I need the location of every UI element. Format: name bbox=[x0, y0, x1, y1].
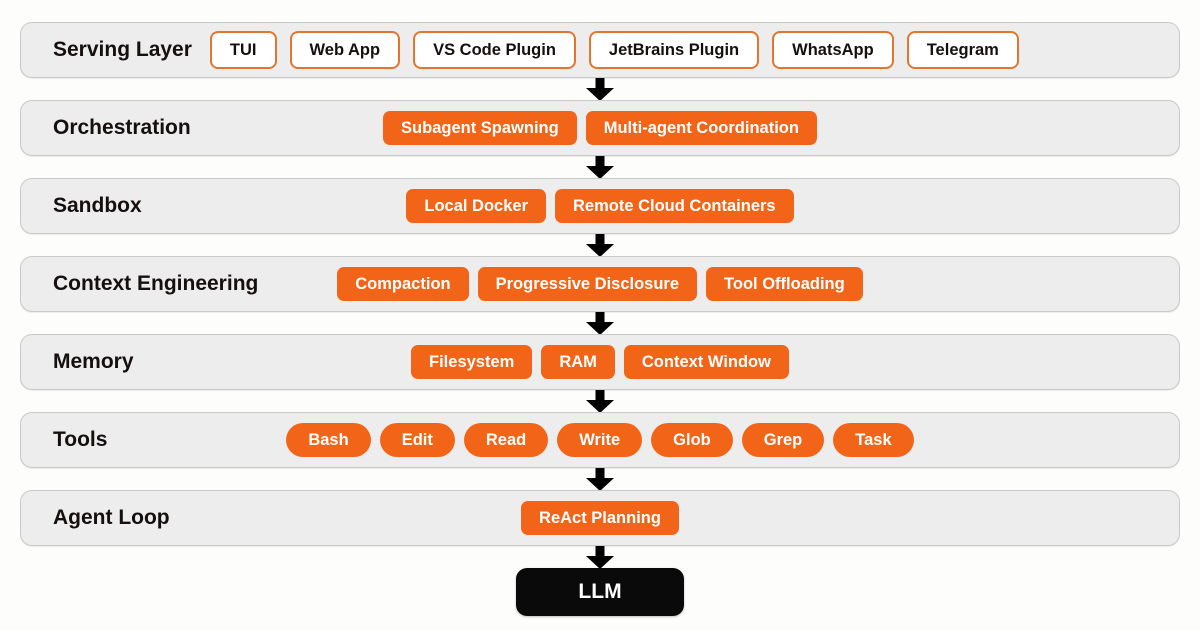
pill-grep[interactable]: Grep bbox=[741, 422, 825, 458]
layer-row-orchestration: Orchestration Subagent Spawning Multi-ag… bbox=[20, 100, 1180, 156]
llm-node[interactable]: LLM bbox=[516, 568, 684, 617]
pill-group-agent-loop: ReAct Planning bbox=[21, 500, 1179, 536]
pill-glob[interactable]: Glob bbox=[651, 422, 733, 458]
down-arrow-icon bbox=[586, 312, 614, 335]
layer-row-sandbox: Sandbox Local Docker Remote Cloud Contai… bbox=[20, 178, 1180, 234]
pill-bash[interactable]: Bash bbox=[286, 422, 371, 458]
pill-whatsapp[interactable]: WhatsApp bbox=[772, 30, 894, 70]
down-arrow-icon bbox=[586, 468, 614, 491]
pill-tui[interactable]: TUI bbox=[209, 30, 277, 70]
down-arrow-icon bbox=[586, 234, 614, 257]
pill-multi-agent-coordination[interactable]: Multi-agent Coordination bbox=[585, 110, 817, 146]
down-arrow-icon bbox=[586, 546, 614, 569]
layer-label-context-engineering: Context Engineering bbox=[53, 272, 259, 295]
pill-write[interactable]: Write bbox=[557, 422, 643, 458]
pill-filesystem[interactable]: Filesystem bbox=[411, 344, 533, 380]
pill-subagent-spawning[interactable]: Subagent Spawning bbox=[383, 110, 577, 146]
pill-group-orchestration: Subagent Spawning Multi-agent Coordinati… bbox=[21, 110, 1179, 146]
down-arrow-icon bbox=[586, 156, 614, 179]
connector-memory-to-tools bbox=[20, 390, 1180, 413]
pill-edit[interactable]: Edit bbox=[379, 422, 455, 458]
connector-context-engineering-to-memory bbox=[20, 312, 1180, 335]
pill-remote-cloud-containers[interactable]: Remote Cloud Containers bbox=[555, 188, 794, 224]
pill-task[interactable]: Task bbox=[833, 422, 914, 458]
pill-web-app[interactable]: Web App bbox=[289, 30, 401, 70]
layer-label-memory: Memory bbox=[53, 350, 134, 373]
connector-serving-to-orchestration bbox=[20, 78, 1180, 101]
layer-label-serving-layer: Serving Layer bbox=[53, 38, 192, 61]
layer-row-memory: Memory Filesystem RAM Context Window bbox=[20, 334, 1180, 390]
layer-row-tools: Tools Bash Edit Read Write Glob Grep Tas… bbox=[20, 412, 1180, 468]
layer-row-serving-layer: Serving Layer TUI Web App VS Code Plugin… bbox=[20, 22, 1180, 78]
layer-label-sandbox: Sandbox bbox=[53, 194, 142, 217]
down-arrow-icon bbox=[586, 78, 614, 101]
pill-group-sandbox: Local Docker Remote Cloud Containers bbox=[21, 188, 1179, 224]
pill-compaction[interactable]: Compaction bbox=[337, 266, 469, 302]
pill-jetbrains-plugin[interactable]: JetBrains Plugin bbox=[588, 30, 760, 70]
pill-progressive-disclosure[interactable]: Progressive Disclosure bbox=[477, 266, 698, 302]
pill-read[interactable]: Read bbox=[463, 422, 549, 458]
pill-telegram[interactable]: Telegram bbox=[906, 30, 1019, 70]
layer-row-context-engineering: Context Engineering Compaction Progressi… bbox=[20, 256, 1180, 312]
layer-label-orchestration: Orchestration bbox=[53, 116, 191, 139]
pill-local-docker[interactable]: Local Docker bbox=[406, 188, 546, 224]
pill-group-tools: Bash Edit Read Write Glob Grep Task bbox=[21, 422, 1179, 458]
pill-ram[interactable]: RAM bbox=[541, 344, 615, 380]
pill-group-serving-layer: TUI Web App VS Code Plugin JetBrains Plu… bbox=[209, 30, 1019, 70]
pill-react-planning[interactable]: ReAct Planning bbox=[521, 500, 679, 536]
connector-tools-to-agent-loop bbox=[20, 468, 1180, 491]
pill-group-context-engineering: Compaction Progressive Disclosure Tool O… bbox=[21, 266, 1179, 302]
connector-orchestration-to-sandbox bbox=[20, 156, 1180, 179]
pill-group-memory: Filesystem RAM Context Window bbox=[21, 344, 1179, 380]
connector-sandbox-to-context-engineering bbox=[20, 234, 1180, 257]
layer-label-agent-loop: Agent Loop bbox=[53, 506, 170, 529]
layer-row-agent-loop: Agent Loop ReAct Planning bbox=[20, 490, 1180, 546]
layer-label-tools: Tools bbox=[53, 428, 108, 451]
pill-context-window[interactable]: Context Window bbox=[623, 344, 789, 380]
pill-tool-offloading[interactable]: Tool Offloading bbox=[706, 266, 863, 302]
down-arrow-icon bbox=[586, 390, 614, 413]
connector-agent-loop-to-llm bbox=[20, 546, 1180, 569]
llm-node-wrapper: LLM bbox=[20, 568, 1180, 617]
pill-vs-code-plugin[interactable]: VS Code Plugin bbox=[413, 30, 576, 70]
